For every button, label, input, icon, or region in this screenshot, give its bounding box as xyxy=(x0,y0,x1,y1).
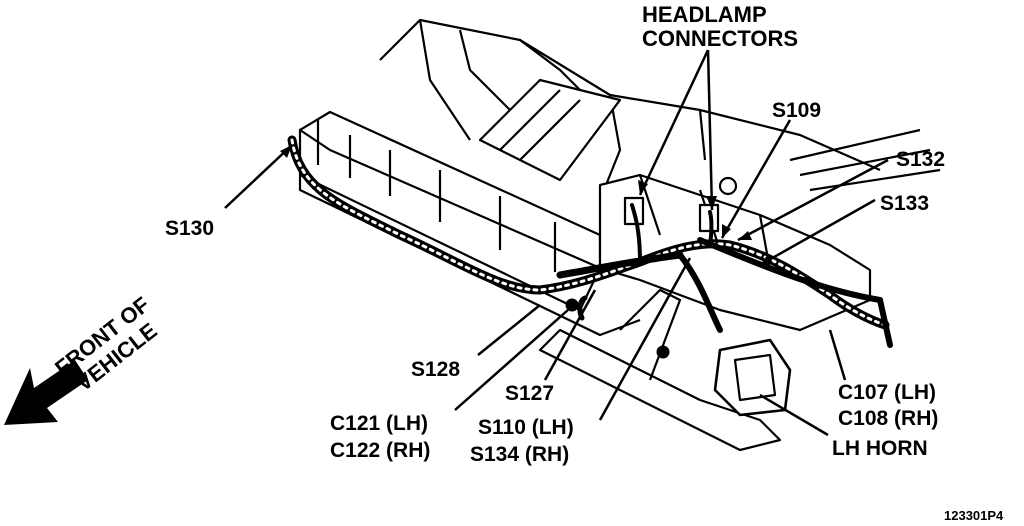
lh-horn-label: LH HORN xyxy=(832,437,928,460)
c121-label: C121 (LH) xyxy=(330,412,428,435)
leader-arrowheads xyxy=(280,145,773,265)
headlamp-connectors-label-line1: HEADLAMP xyxy=(642,2,767,27)
wiring-harness xyxy=(287,135,893,359)
s127-label: S127 xyxy=(505,382,554,405)
vehicle-structure-drawing xyxy=(298,18,941,452)
headlamp-connectors-label-line2: CONNECTORS xyxy=(642,26,798,51)
s134-label: S134 (RH) xyxy=(470,443,569,466)
s133-label: S133 xyxy=(880,192,929,215)
s132-label: S132 xyxy=(896,148,945,171)
c122-label: C122 (RH) xyxy=(330,439,430,462)
c107-label: C107 (LH) xyxy=(838,381,936,404)
front-of-vehicle-arrow-icon xyxy=(4,360,88,425)
s109-label: S109 xyxy=(772,99,821,122)
c108-label: C108 (RH) xyxy=(838,407,938,430)
s128-label: S128 xyxy=(411,358,460,381)
figure-id-label: 123301P4 xyxy=(944,508,1004,523)
s110-label: S110 (LH) xyxy=(478,416,574,439)
s130-label: S130 xyxy=(165,217,214,240)
leader-lines xyxy=(224,49,889,437)
